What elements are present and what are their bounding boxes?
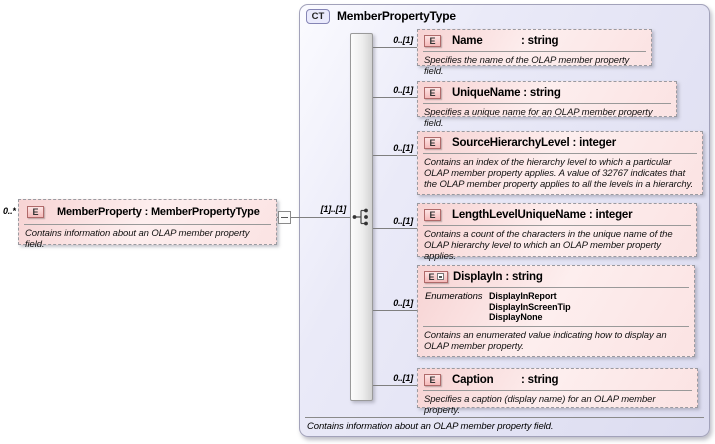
connector-line [373, 310, 417, 311]
element-box-lengthleveluniquename[interactable]: E LengthLevelUniqueName : integer Contai… [417, 203, 697, 262]
element-box-displayin[interactable]: E DisplayIn : string Enumerations Displa… [417, 265, 695, 357]
complex-type-annotation: Contains information about an OLAP membe… [307, 421, 554, 432]
element-icon: E [424, 34, 441, 47]
element-type: : integer [572, 136, 617, 149]
sequence-icon[interactable] [351, 206, 372, 228]
element-type: : integer [588, 208, 633, 221]
connector-line [373, 228, 417, 229]
cardinality-label: 0..[1] [393, 85, 413, 95]
element-type: : string [521, 373, 559, 386]
element-icon: E [424, 86, 441, 99]
element-type: : string [505, 270, 543, 283]
divider [423, 51, 646, 52]
element-annotation: Contains an index of the hierarchy level… [424, 157, 694, 190]
enumeration-mark-icon [436, 273, 444, 280]
complex-type-title: MemberPropertyType [337, 9, 456, 23]
collapse-toggle[interactable] [278, 211, 291, 224]
connector-line [277, 217, 350, 218]
element-box-sourcehierarchylevel[interactable]: E SourceHierarchyLevel : integer Contain… [417, 131, 703, 195]
connector-line [373, 155, 417, 156]
element-name: SourceHierarchyLevel [452, 136, 570, 149]
element-icon: E [27, 206, 44, 218]
element-name: DisplayIn [453, 270, 503, 283]
element-box-name[interactable]: E Name : string Specifies the name of th… [417, 29, 652, 77]
element-annotation: Specifies the name of the OLAP member pr… [424, 55, 630, 77]
divider [423, 287, 689, 288]
element-name: UniqueName [452, 86, 521, 99]
divider [24, 224, 271, 225]
cardinality-label: 0..[1] [393, 373, 413, 383]
enumeration-value: DisplayInReport [489, 291, 557, 301]
divider [423, 103, 671, 104]
divider [423, 390, 692, 391]
element-box-uniquename[interactable]: E UniqueName : string Specifies a unique… [417, 81, 677, 129]
enumerations-label: Enumerations [425, 291, 483, 302]
element-icon: E [428, 271, 435, 282]
connector-line [373, 47, 417, 48]
cardinality-label: 0..[1] [393, 35, 413, 45]
element-annotation: Specifies a unique name for an OLAP memb… [424, 107, 653, 129]
element-name: MemberProperty [57, 206, 142, 218]
cardinality-label: 0..[1] [393, 143, 413, 153]
element-icon: E [424, 136, 441, 149]
cardinality-label: 0..[1] [393, 298, 413, 308]
element-box-caption[interactable]: E Caption : string Specifies a caption (… [417, 368, 698, 416]
element-enum-icon: E [424, 270, 448, 283]
divider [423, 153, 697, 154]
enumeration-value: DisplayNone [489, 312, 543, 322]
element-annotation: Contains a count of the characters in th… [424, 229, 673, 262]
element-type: : MemberPropertyType [144, 206, 260, 218]
element-icon: E [424, 208, 441, 221]
root-cardinality-label: 0..* [3, 206, 16, 216]
enumeration-value: DisplayInScreenTip [489, 301, 571, 312]
element-annotation: Contains an enumerated value indicating … [424, 329, 667, 352]
complex-type-icon: CT [306, 9, 330, 24]
enumerations-section: Enumerations DisplayInReport DisplayInSc… [418, 288, 694, 326]
element-name: Name [452, 34, 483, 47]
element-name: LengthLevelUniqueName [452, 208, 586, 221]
divider [423, 225, 691, 226]
connector-line [373, 385, 417, 386]
divider [305, 417, 704, 418]
cardinality-label: 0..[1] [393, 216, 413, 226]
model-cardinality-label: [1]..[1] [320, 204, 347, 214]
element-annotation: Contains information about an OLAP membe… [25, 228, 250, 250]
divider [423, 325, 689, 327]
element-annotation: Specifies a caption (display name) for a… [424, 394, 656, 416]
element-icon: E [424, 373, 441, 386]
element-type: : string [523, 86, 561, 99]
element-name: Caption [452, 373, 494, 386]
connector-line [373, 97, 417, 98]
element-type: : string [521, 34, 559, 47]
element-box-memberproperty[interactable]: E MemberProperty : MemberPropertyType Co… [18, 199, 277, 250]
